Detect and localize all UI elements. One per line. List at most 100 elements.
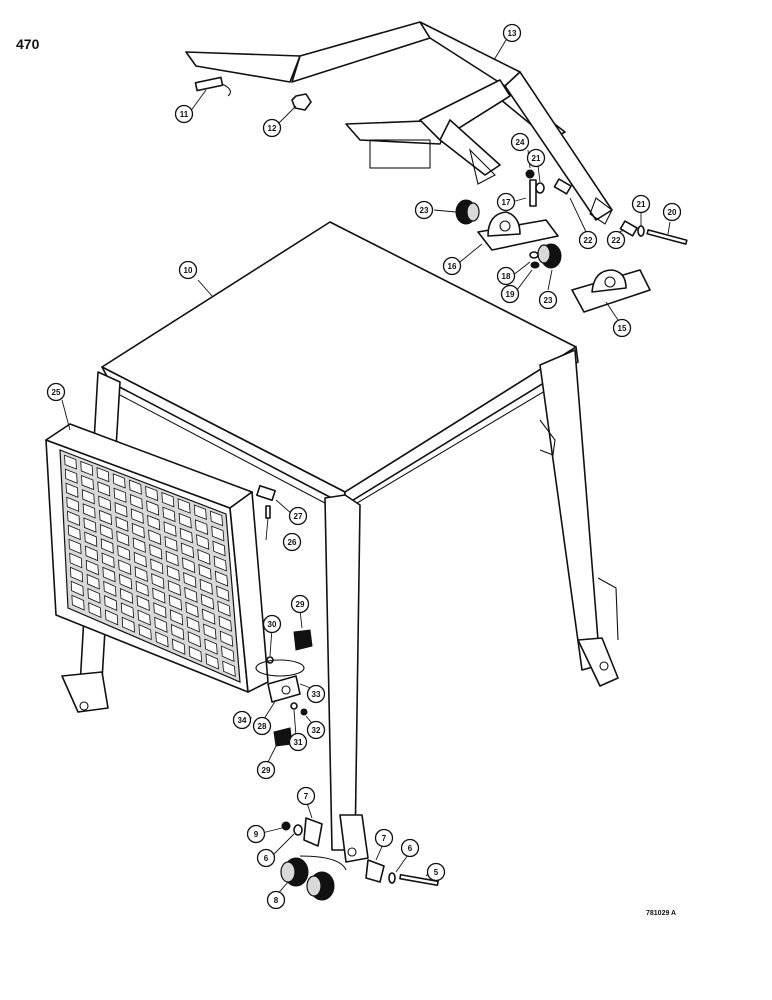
nut-12: [291, 93, 312, 111]
callout-label: 32: [312, 726, 321, 735]
mesh-cell: [221, 645, 235, 662]
mesh-cell: [155, 631, 169, 648]
mesh-cell: [211, 525, 225, 542]
callout-23: 23: [538, 290, 558, 310]
callout-circle: [252, 716, 272, 736]
mesh-cell: [138, 624, 152, 641]
callout-circle: [578, 230, 598, 250]
mesh-cell: [118, 559, 132, 576]
callout-label: 8: [274, 896, 279, 905]
callout-label: 15: [618, 324, 627, 333]
callout-label: 29: [262, 766, 271, 775]
callout-22: 22: [578, 230, 598, 250]
mesh-cell: [104, 609, 119, 626]
mesh-cell: [67, 510, 80, 527]
callout-27: 27: [288, 506, 308, 526]
mesh-cell: [102, 566, 116, 583]
callout-label: 5: [434, 868, 439, 877]
mesh-cell: [152, 587, 166, 604]
callout-label: 16: [448, 262, 457, 271]
mesh-cell: [65, 482, 79, 498]
callout-label: 27: [294, 512, 303, 521]
mesh-cell: [180, 542, 195, 559]
callout-circle: [262, 614, 282, 634]
mesh-cell: [103, 580, 117, 597]
callout-19: 19: [500, 284, 520, 304]
callout-label: 7: [304, 792, 309, 801]
mesh-cell: [117, 545, 131, 561]
mesh-cell: [119, 573, 133, 590]
callout-label: 11: [180, 110, 189, 119]
mesh-cell: [71, 594, 85, 611]
callout-label: 23: [544, 296, 553, 305]
callout-circle: [500, 284, 520, 304]
mesh-cell: [115, 516, 129, 532]
callout-10: 10: [178, 260, 198, 280]
mesh-cell: [80, 460, 94, 476]
mesh-cell: [222, 660, 236, 678]
callout-circle: [246, 824, 266, 844]
callout-circle: [400, 838, 420, 858]
callout-label: 19: [506, 290, 515, 299]
callout-label: 30: [268, 620, 277, 629]
callout-circle: [306, 720, 326, 740]
callout-label: 20: [668, 208, 677, 217]
mesh-cell: [131, 522, 145, 539]
mesh-cell: [170, 623, 185, 641]
mesh-cell: [164, 535, 178, 552]
callout-circle: [538, 290, 558, 310]
mesh-cell: [179, 527, 193, 544]
callout-circle: [256, 848, 276, 868]
callout-label: 21: [637, 200, 646, 209]
mesh-cell: [185, 601, 199, 618]
callout-circle: [496, 266, 516, 286]
callout-8: 8: [266, 890, 286, 910]
callout-6: 6: [400, 838, 420, 858]
mesh-cell: [217, 600, 231, 617]
mesh-cell: [136, 595, 150, 612]
mesh-cell: [186, 616, 200, 633]
callout-label: 7: [382, 834, 387, 843]
latch-hardware: [242, 484, 313, 747]
callout-label: 17: [502, 198, 511, 207]
mesh-cell: [113, 487, 127, 503]
mesh-cell: [218, 615, 232, 632]
mesh-cell: [212, 540, 226, 557]
mesh-cell: [168, 594, 183, 611]
mesh-cell: [96, 467, 110, 483]
callout-circle: [282, 532, 302, 552]
callout-21: 21: [526, 148, 546, 168]
callout-33: 33: [306, 684, 326, 704]
callout-22: 22: [606, 230, 626, 250]
callout-circle: [526, 148, 546, 168]
mesh-cell: [85, 545, 99, 562]
callout-label: 22: [584, 236, 593, 245]
mesh-cell: [130, 508, 144, 524]
leader-lines: [61, 39, 671, 897]
mesh-cell: [203, 623, 217, 640]
callout-circle: [288, 506, 308, 526]
mesh-cell: [81, 489, 95, 505]
mesh-cell: [104, 595, 118, 612]
mesh-cell: [162, 506, 176, 523]
callout-31: 31: [288, 732, 308, 752]
callout-circle: [266, 890, 286, 910]
mesh-cell: [64, 454, 77, 470]
callout-label: 31: [294, 738, 303, 747]
callout-circle: [178, 260, 198, 280]
callout-28: 28: [252, 716, 272, 736]
callout-32: 32: [306, 720, 326, 740]
mesh-cell: [145, 485, 159, 502]
mesh-cell: [205, 653, 219, 670]
mesh-cell: [84, 531, 98, 547]
mesh-cell: [129, 493, 143, 510]
callout-circle: [46, 382, 66, 402]
callout-24: 24: [510, 132, 530, 152]
mesh-cell: [201, 608, 216, 625]
callout-circle: [426, 862, 446, 882]
mesh-cell: [135, 580, 149, 597]
callout-15: 15: [612, 318, 632, 338]
callout-20: 20: [662, 202, 682, 222]
